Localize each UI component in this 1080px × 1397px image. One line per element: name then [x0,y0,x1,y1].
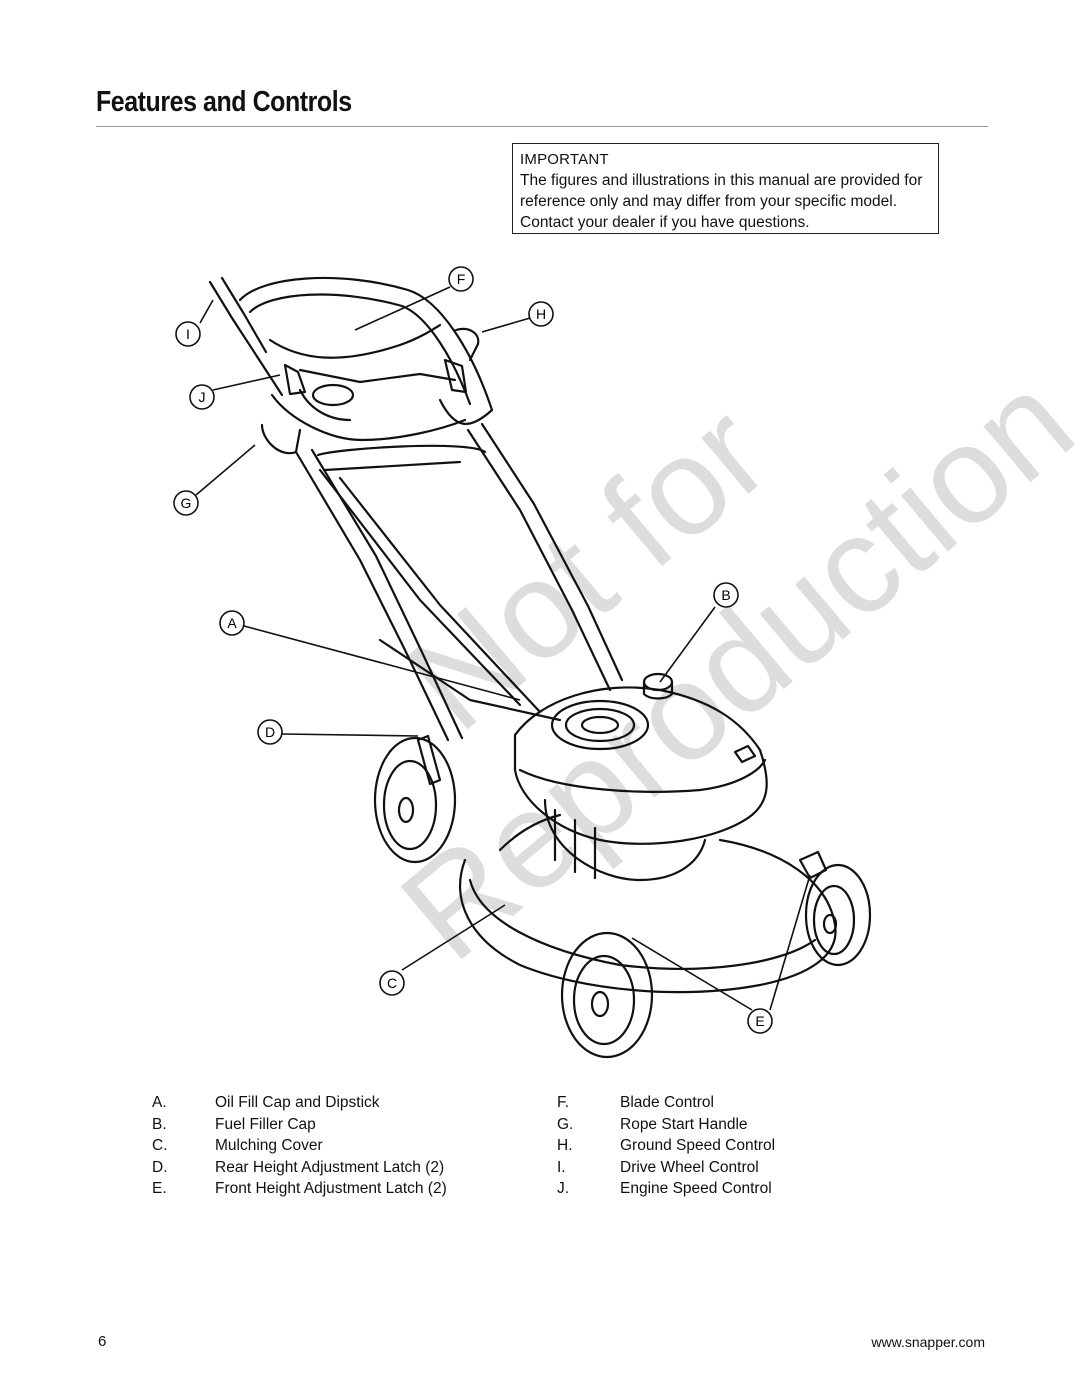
legend-item: A.Oil Fill Cap and Dipstick [152,1094,380,1111]
legend-item: E.Front Height Adjustment Latch (2) [152,1180,447,1197]
legend-item: F.Blade Control [557,1094,714,1111]
footer-url: www.snapper.com [871,1334,985,1350]
callout-labels: F H I J G B A D [173,266,773,1034]
svg-text:J: J [199,389,206,405]
callout-a: A [219,610,245,636]
note-heading: IMPORTANT [520,151,609,168]
legend-item: B.Fuel Filler Cap [152,1115,316,1133]
handle-bar [208,276,494,455]
engine [513,672,768,882]
callout-h: H [528,301,554,327]
title-rule [96,126,988,127]
svg-text:A: A [227,615,237,631]
callout-e: E [747,1008,773,1034]
svg-text:I: I [186,326,190,342]
handle-tubes [294,422,624,742]
legend-item: C.Mulching Cover [152,1137,323,1154]
note-body: The figures and illustrations in this ma… [520,172,923,231]
front-wheel-right [804,863,872,967]
front-wheel-left [560,931,654,1059]
callout-g: G [173,490,199,516]
mower-diagram: F H I J G B A D [173,266,872,1059]
callout-b: B [713,582,739,608]
page-title: Features and Controls [96,86,352,118]
callout-d: D [257,719,283,745]
legend-item: D.Rear Height Adjustment Latch (2) [152,1158,445,1176]
svg-text:D: D [265,724,275,740]
svg-text:G: G [181,495,192,511]
rear-wheel [373,736,457,864]
callout-i: I [175,321,201,347]
legend-item: H.Ground Speed Control [557,1137,776,1154]
legend-item: G.Rope Start Handle [557,1115,748,1133]
mower-deck [459,813,837,994]
svg-text:C: C [387,975,397,991]
callout-c: C [379,970,405,996]
svg-text:F: F [457,271,466,287]
svg-text:B: B [721,587,730,603]
svg-text:E: E [755,1013,764,1029]
legend-left: A.Oil Fill Cap and Dipstick B.Fuel Fille… [152,1092,447,1200]
leader-lines [195,286,811,1011]
important-note-box: IMPORTANT The figures and illustrations … [512,143,939,234]
callout-j: J [189,384,215,410]
svg-text:H: H [536,306,546,322]
page-number: 6 [98,1333,107,1350]
legend-item: I.Drive Wheel Control [557,1158,759,1176]
callout-f: F [448,266,474,292]
legend-item: J.Engine Speed Control [557,1180,772,1197]
legend-right: F.Blade Control G.Rope Start Handle H.Gr… [557,1092,775,1200]
